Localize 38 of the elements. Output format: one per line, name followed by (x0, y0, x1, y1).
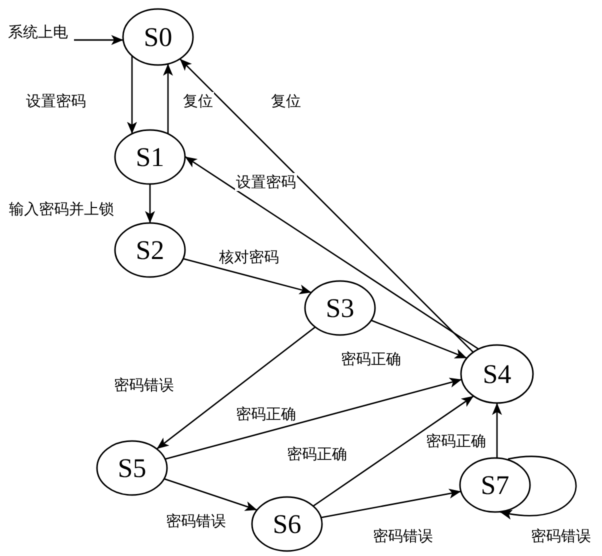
edge-label: 密码错误 (165, 512, 227, 530)
state-ellipse: S1 (114, 129, 186, 185)
edge-label: 密码正确 (425, 432, 487, 450)
arrow (127, 56, 137, 134)
arrow (184, 156, 479, 350)
arrow (500, 456, 577, 519)
state-ellipse: S7 (459, 457, 531, 513)
state-ellipse: S6 (251, 496, 323, 552)
edge-label: 密码错误 (372, 527, 434, 545)
edge-label: 密码正确 (235, 405, 297, 423)
edge-label: 密码错误 (530, 527, 592, 545)
edge-label: 密码正确 (340, 350, 402, 368)
arrow (164, 478, 258, 511)
state-ellipse: S3 (304, 280, 376, 336)
state-ellipse: S4 (460, 344, 534, 404)
edge-label: 复位 (182, 92, 214, 110)
arrow (145, 184, 155, 223)
arrow (312, 395, 474, 507)
edge-label: 设置密码 (25, 92, 87, 110)
state-ellipse: S2 (114, 222, 186, 278)
arrow (74, 35, 124, 45)
edge-label: 设置密码 (235, 173, 297, 191)
edge-label: 密码错误 (113, 376, 175, 394)
state-ellipse: S5 (96, 440, 168, 496)
edge-label: 密码正确 (286, 445, 348, 463)
arrow (179, 58, 474, 353)
edge-label: 输入密码并上锁 (8, 200, 115, 218)
arrow (492, 403, 502, 458)
text-label: 系统上电 (8, 23, 68, 41)
edge-label: 复位 (270, 92, 302, 110)
arrow (370, 320, 468, 359)
arrow (320, 488, 462, 518)
arrow (156, 326, 316, 450)
state-ellipse: S0 (122, 8, 194, 66)
arrow (164, 378, 462, 460)
edge-label: 核对密码 (218, 248, 280, 266)
arrow (182, 258, 312, 294)
arrow (163, 64, 173, 134)
